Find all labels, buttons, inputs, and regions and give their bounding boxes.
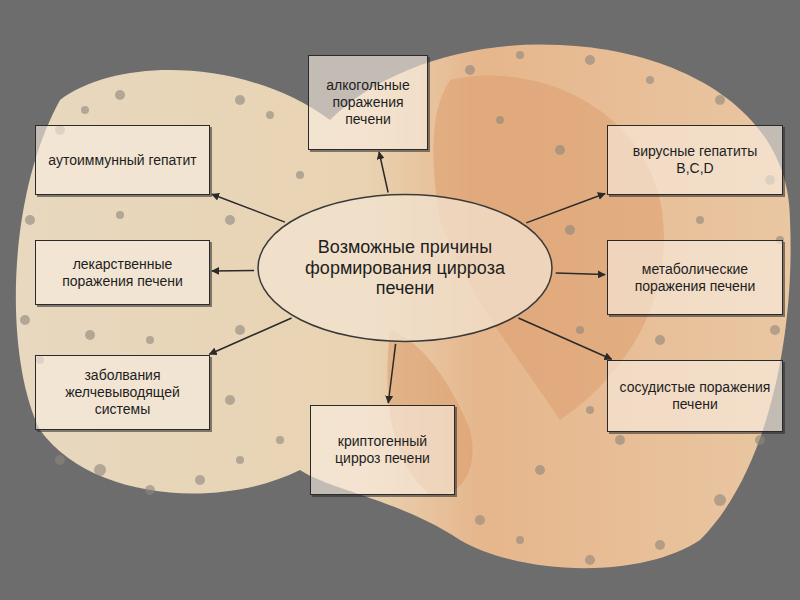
cause-label: метаболические поражения печени (616, 261, 774, 295)
cause-box: аутоиммунный гепатит (35, 125, 210, 195)
central-ellipse: Возможные причины формирования цирроза п… (255, 193, 555, 343)
cause-box: сосудистые поражения печени (607, 360, 783, 432)
cause-label: заболвания желчевыводящей системы (44, 367, 201, 417)
cause-label: вирусные гепатиты B,C,D (616, 143, 774, 177)
arrow-connector (209, 318, 291, 354)
cause-label: криптогенный цирроз печени (319, 433, 446, 467)
cause-box: лекарственные поражения печени (35, 240, 210, 305)
arrow-connector (388, 344, 395, 403)
arrow-connector (212, 270, 254, 272)
arrow-connector (518, 318, 611, 359)
cause-box: алкогольные поражения печени (308, 55, 428, 150)
arrow-connector (556, 273, 605, 275)
cause-box: заболвания желчевыводящей системы (35, 355, 210, 430)
cause-box: метаболические поражения печени (607, 240, 783, 315)
cause-label: аутоиммунный гепатит (48, 152, 196, 169)
arrow-connector (526, 194, 605, 223)
cause-label: сосудистые поражения печени (616, 379, 774, 413)
arrow-connector (212, 194, 285, 222)
cause-box: криптогенный цирроз печени (310, 405, 455, 495)
arrow-connector (379, 152, 388, 193)
cause-label: алкогольные поражения печени (317, 77, 419, 127)
cause-box: вирусные гепатиты B,C,D (607, 125, 783, 195)
cause-label: лекарственные поражения печени (44, 256, 201, 290)
central-title: Возможные причины формирования цирроза п… (305, 237, 505, 299)
